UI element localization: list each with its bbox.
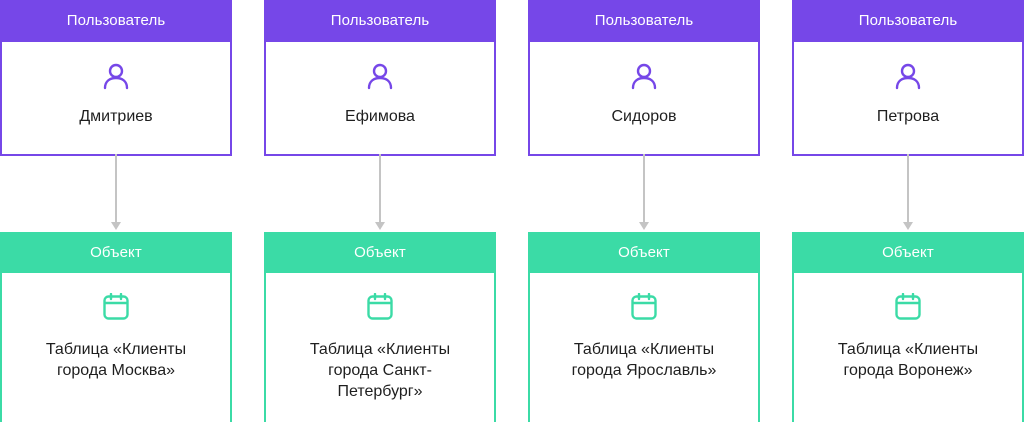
user-icon [895, 63, 921, 90]
user-card: Пользователь Ефимова [264, 0, 496, 156]
user-icon [103, 63, 129, 90]
calendar-icon [895, 293, 921, 320]
object-card-header: Объект [792, 232, 1024, 273]
object-card: Объект Таблица «Клиенты города Москва» [0, 232, 232, 422]
object-name: Таблица «Клиенты города Санкт-Петербург» [309, 341, 451, 400]
user-card-header: Пользователь [792, 0, 1024, 42]
object-card-header: Объект [0, 232, 232, 273]
arrow-down-connector [375, 154, 385, 230]
mapping-column-2: Пользователь Ефимова Объект Таблица «Кли… [264, 0, 496, 422]
calendar-icon [103, 293, 129, 320]
object-card-header: Объект [528, 232, 760, 273]
user-name: Сидоров [611, 108, 677, 125]
arrow-down-connector [111, 154, 121, 230]
user-name: Петрова [876, 108, 940, 125]
user-card: Пользователь Петрова [792, 0, 1024, 156]
user-card: Пользователь Дмитриев [0, 0, 232, 156]
user-name: Ефимова [345, 108, 415, 125]
user-name: Дмитриев [79, 108, 153, 125]
object-name: Таблица «Клиенты города Москва» [45, 341, 187, 379]
user-card-header: Пользователь [528, 0, 760, 42]
user-icon [367, 63, 393, 90]
mapping-column-3: Пользователь Сидоров Объект Таблица «Кли… [528, 0, 760, 422]
object-name: Таблица «Клиенты города Воронеж» [837, 341, 979, 379]
user-icon [631, 63, 657, 90]
user-card-header: Пользователь [264, 0, 496, 42]
calendar-icon [631, 293, 657, 320]
mapping-column-1: Пользователь Дмитриев Объект Таблица «Кл… [0, 0, 232, 422]
calendar-icon [367, 293, 393, 320]
object-name: Таблица «Клиенты города Ярославль» [571, 341, 717, 379]
user-card: Пользователь Сидоров [528, 0, 760, 156]
object-card-header: Объект [264, 232, 496, 273]
mapping-column-4: Пользователь Петрова Объект Таблица «Кли… [792, 0, 1024, 422]
object-card: Объект Таблица «Клиенты города Воронеж» [792, 232, 1024, 422]
user-card-header: Пользователь [0, 0, 232, 42]
arrow-down-connector [639, 154, 649, 230]
object-card: Объект Таблица «Клиенты города Санкт-Пет… [264, 232, 496, 422]
arrow-down-connector [903, 154, 913, 230]
object-card: Объект Таблица «Клиенты города Ярославль… [528, 232, 760, 422]
